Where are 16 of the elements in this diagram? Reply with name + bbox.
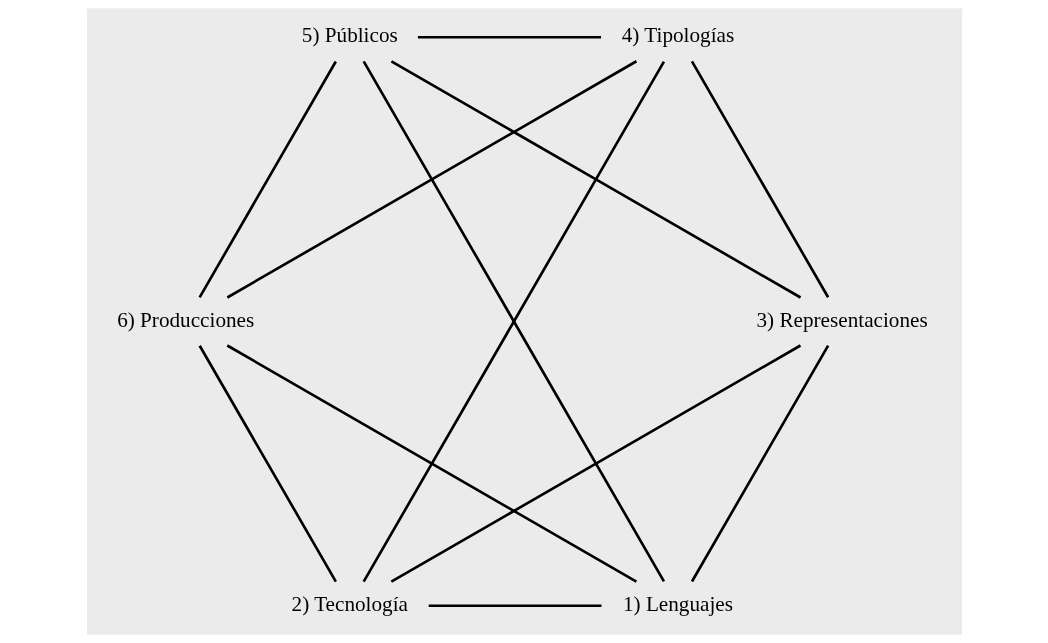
- connector: [417, 35, 601, 39]
- connector: [226, 344, 637, 583]
- node-text: 3) Representaciones: [755, 307, 928, 332]
- connector: [198, 60, 337, 298]
- node-text: 5) Públicos: [301, 23, 398, 48]
- node-text: 4) Tipologías: [621, 23, 734, 48]
- connector: [198, 345, 337, 583]
- connector: [390, 344, 801, 583]
- node-text: 6) Producciones: [116, 307, 254, 332]
- node-text: 2) Tecnología: [291, 591, 408, 616]
- connector: [690, 60, 829, 298]
- connector: [690, 345, 829, 583]
- connector: [390, 60, 801, 299]
- connector: [428, 604, 601, 608]
- connector: [226, 60, 637, 299]
- node-text: 1) Lenguajes: [622, 591, 733, 616]
